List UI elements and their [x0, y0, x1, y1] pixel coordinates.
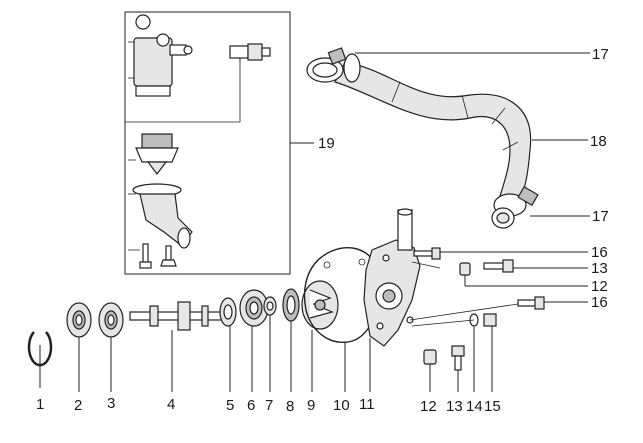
hose-clamp-top [306, 47, 361, 83]
bolt-16-right [517, 296, 588, 310]
thermostat-housing-top [128, 14, 193, 97]
washer-14 [469, 313, 479, 392]
label-part-15: 15 [484, 398, 501, 415]
hose-clamp-bottom [491, 185, 539, 229]
temperature-sensor [229, 43, 271, 62]
label-part-7: 7 [265, 397, 273, 414]
label-part-12-top: 12 [591, 278, 608, 295]
washer-7 [263, 296, 277, 392]
label-part-12-bottom: 12 [420, 398, 437, 415]
impeller-9 [301, 280, 339, 392]
circlip-part [27, 331, 53, 388]
kit-bolts [128, 243, 177, 269]
label-part-4: 4 [167, 396, 175, 413]
label-part-16-right: 16 [591, 294, 608, 311]
label-part-17-top: 17 [592, 46, 609, 63]
bearing-2 [66, 302, 92, 392]
label-part-9: 9 [307, 397, 315, 414]
label-part-2: 2 [74, 397, 82, 414]
o-ring-8 [282, 288, 300, 392]
bolt-13-top [483, 259, 588, 273]
label-part-14: 14 [466, 398, 483, 415]
label-part-16-top: 16 [591, 244, 608, 261]
label-part-8: 8 [286, 398, 294, 415]
sleeve-12-bottom [423, 349, 437, 392]
pump-shaft [129, 301, 223, 392]
label-part-17-bottom: 17 [592, 208, 609, 225]
label-part-13-top: 13 [591, 260, 608, 277]
bolt-13-bottom [451, 345, 465, 392]
pump-cover-11 [363, 208, 421, 392]
coolant-hose [334, 61, 532, 201]
shaft-seal-5 [219, 297, 237, 392]
label-part-3: 3 [107, 395, 115, 412]
sleeve-12-top [459, 262, 588, 287]
mechanical-seal-6 [239, 289, 269, 392]
label-part-19: 19 [318, 135, 335, 152]
pump-gasket-10 [303, 246, 381, 392]
label-part-1: 1 [36, 396, 44, 413]
part-labels: 1 2 3 4 5 6 7 8 9 10 11 12 13 14 15 16 1… [36, 46, 609, 415]
label-part-6: 6 [247, 397, 255, 414]
label-part-18: 18 [590, 133, 607, 150]
thermostat-kit-group [124, 11, 314, 275]
label-part-13-bottom: 13 [446, 398, 463, 415]
nut-15 [483, 313, 497, 392]
label-part-5: 5 [226, 397, 234, 414]
thermostat [128, 133, 179, 175]
bolt-16-top [413, 247, 588, 260]
thermostat-cover-elbow [128, 183, 193, 249]
label-part-11: 11 [359, 396, 375, 413]
bearing-3 [98, 302, 124, 392]
coolant-hose-assembly [306, 47, 590, 229]
label-part-10: 10 [333, 397, 350, 414]
